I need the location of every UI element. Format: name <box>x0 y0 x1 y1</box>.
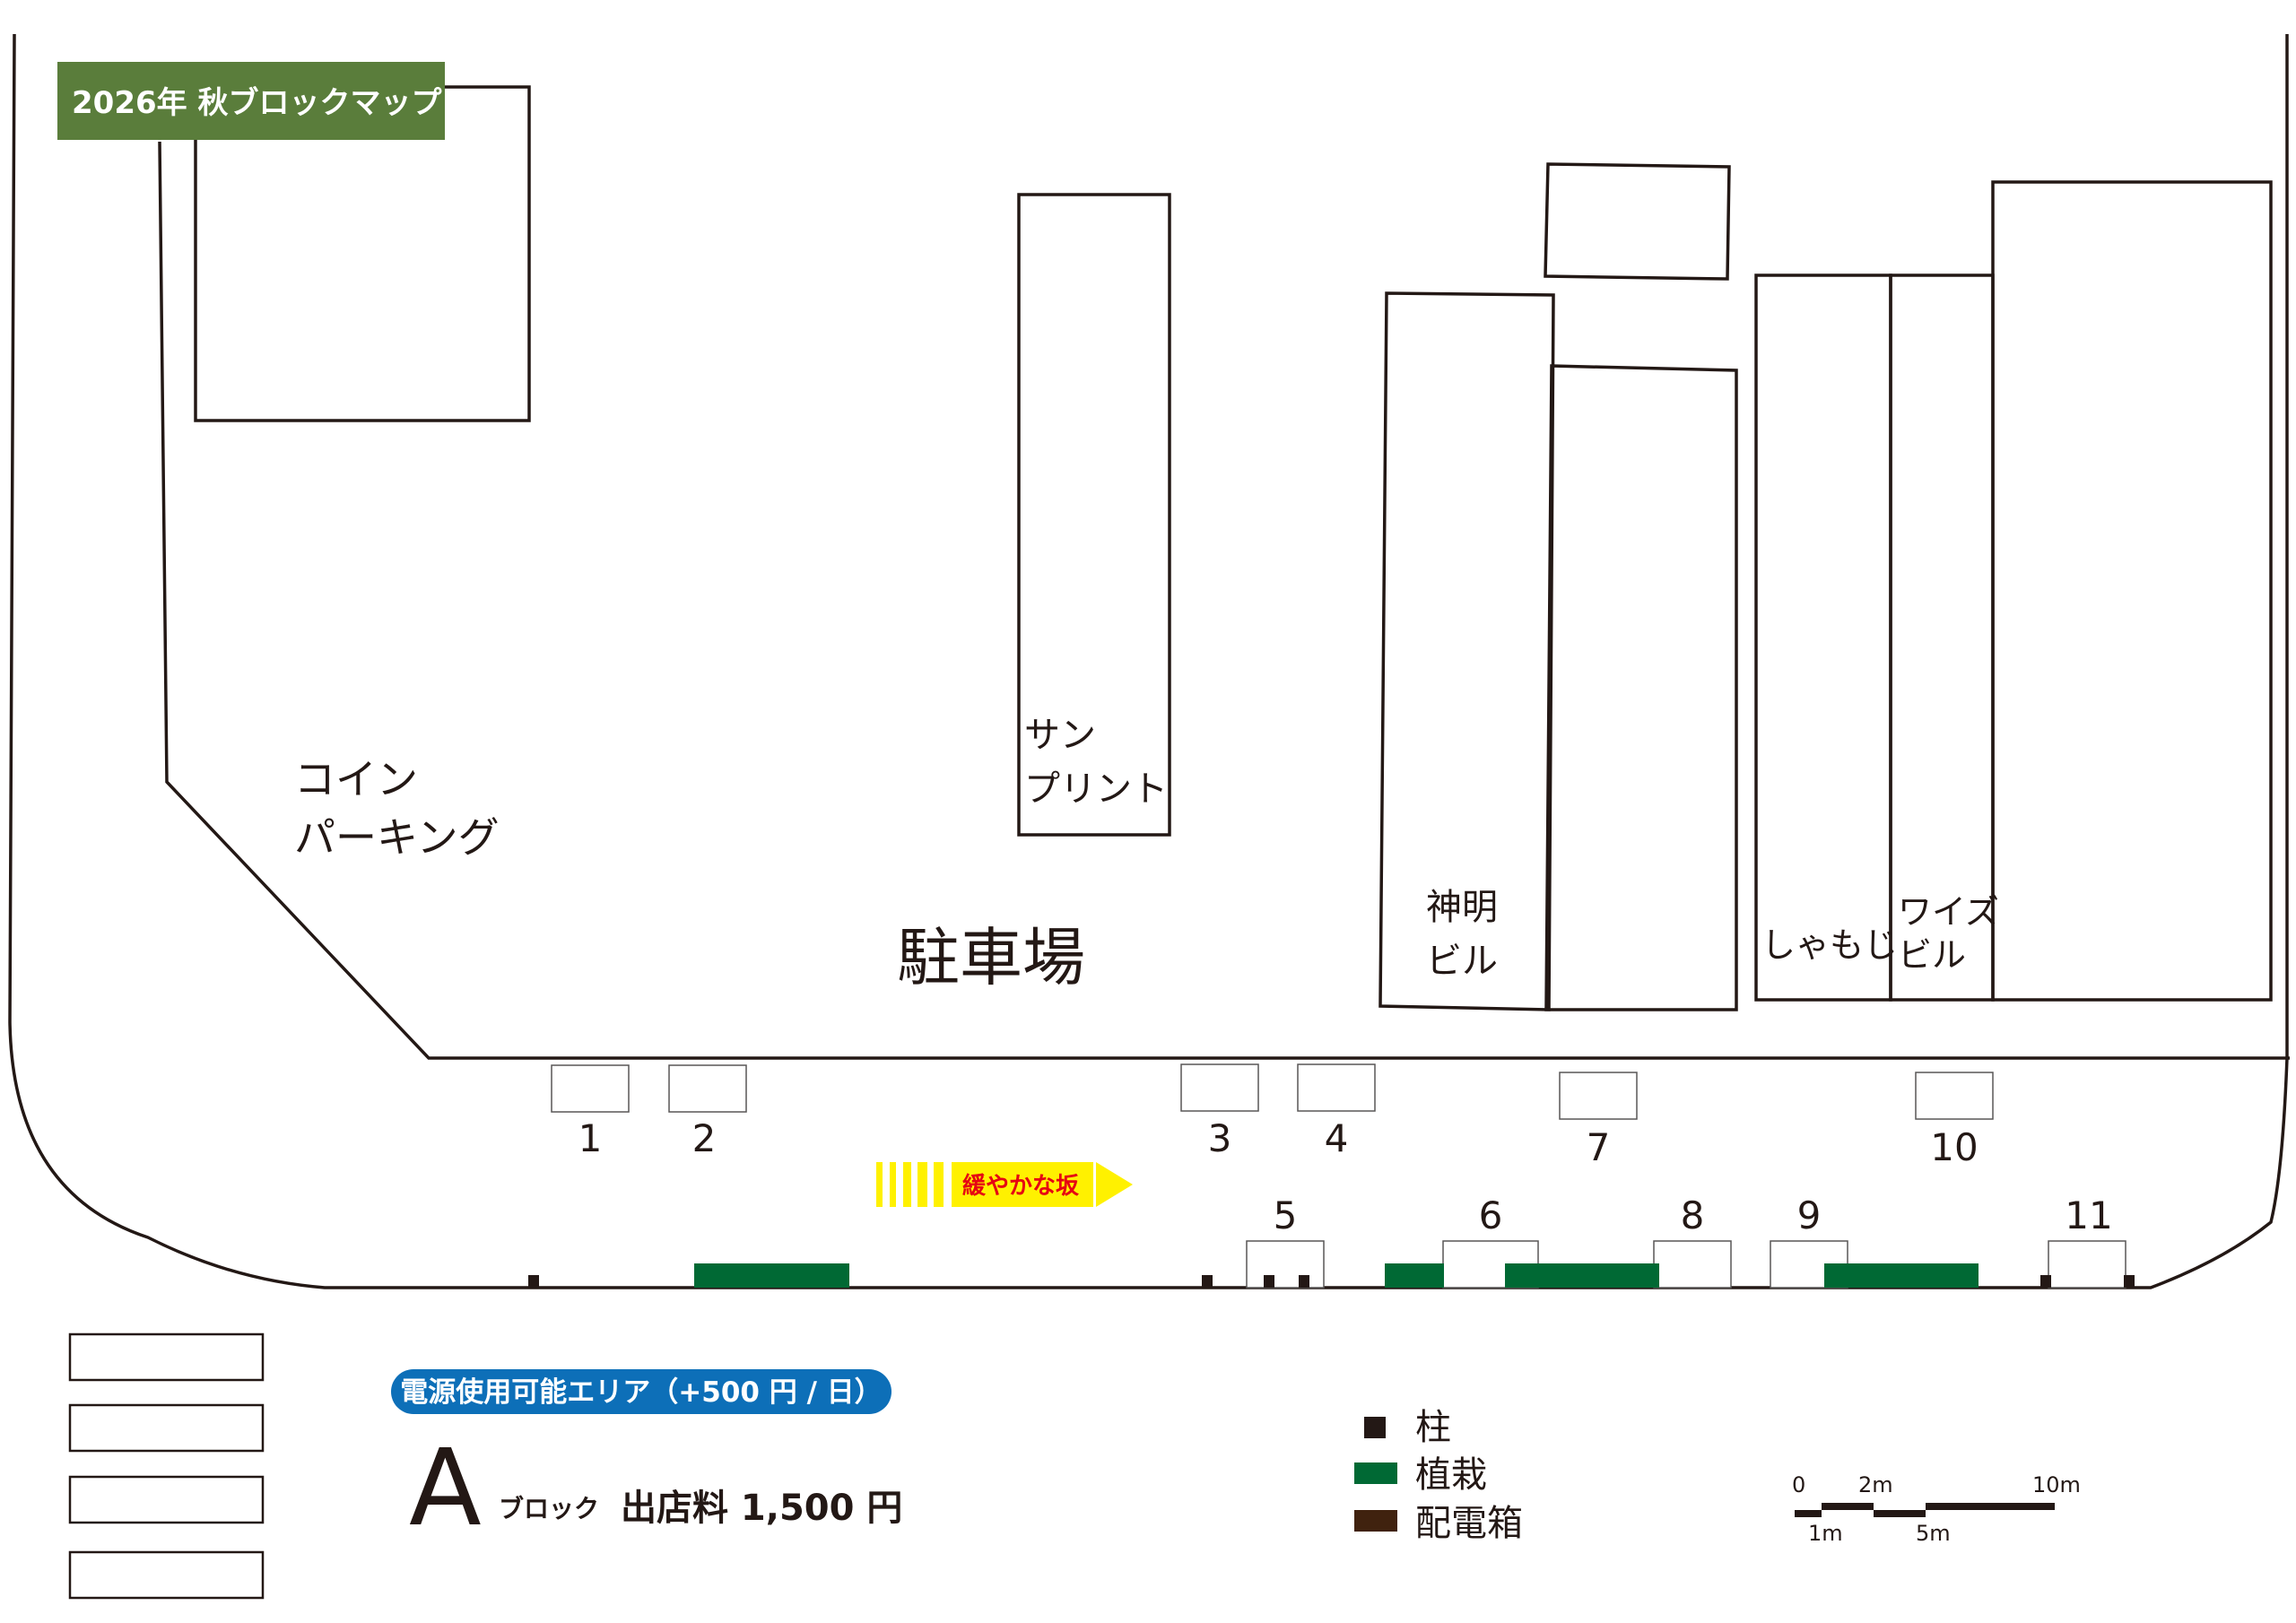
sun-print-label-2: プリント <box>1024 768 1168 810</box>
empty-area <box>68 1332 265 1382</box>
planting <box>1505 1263 1659 1288</box>
pillar <box>1202 1275 1213 1288</box>
booth-10[interactable]: 10 <box>1915 1072 1994 1169</box>
booth-number: 7 <box>1587 1125 1611 1169</box>
scale-label-5m: 5m <box>1916 1521 1951 1546</box>
scale-label-1m: 1m <box>1808 1521 1843 1546</box>
block-info: A ブロック 出店料 1,500 円 <box>409 1426 902 1549</box>
block-fee: 出店料 1,500 円 <box>621 1488 902 1529</box>
booth-number: 9 <box>1797 1193 1822 1237</box>
power-area-label: 電源使用可能エリア（+500 円 / 日） <box>400 1376 882 1409</box>
site-outline <box>8 33 2290 1289</box>
booth-5[interactable]: 5 <box>1246 1193 1325 1289</box>
buildings <box>194 85 2273 1011</box>
page-title: 2026年 秋ブロックマップ <box>72 85 441 121</box>
empty-area <box>68 1475 265 1524</box>
booth-8[interactable]: 8 <box>1653 1193 1732 1289</box>
booth-number: 5 <box>1274 1193 1298 1237</box>
pillar <box>2124 1275 2135 1288</box>
wise-label-2: ビル <box>1898 935 1966 975</box>
building-east <box>1991 180 2273 1002</box>
booth-number: 10 <box>1930 1125 1978 1169</box>
booth-3[interactable]: 3 <box>1180 1063 1259 1160</box>
shinmei-label-2: ビル <box>1426 941 1498 982</box>
booth-2[interactable]: 2 <box>668 1064 747 1160</box>
empty-area <box>68 1550 265 1600</box>
booth-number: 6 <box>1479 1193 1503 1237</box>
legend-swatch-distribution-box <box>1354 1510 1397 1532</box>
scale-label-10m: 10m <box>2032 1472 2081 1497</box>
power-area-badge: 電源使用可能エリア（+500 円 / 日） <box>391 1369 891 1414</box>
pillar <box>1299 1275 1309 1288</box>
booth-number: 4 <box>1325 1116 1349 1160</box>
scale-label-2m: 2m <box>1858 1472 1893 1497</box>
block-label: ブロック <box>499 1494 599 1523</box>
legend-swatch-pillar <box>1364 1417 1386 1438</box>
planting <box>1385 1263 1444 1288</box>
slope-indicator: 緩やかな坂 <box>876 1162 1133 1207</box>
coin-parking-label-2: パーキング <box>294 813 500 862</box>
legend-label-planting: 植栽 <box>1415 1454 1487 1496</box>
booth-1[interactable]: 1 <box>551 1064 630 1160</box>
building-east-of-shinmei <box>1544 364 1738 1011</box>
booth-number: 3 <box>1208 1116 1232 1160</box>
legend-swatch-planting <box>1354 1462 1397 1484</box>
shinmei-label-1: 神明 <box>1426 887 1498 928</box>
coin-parking-label-1: コイン <box>294 755 418 803</box>
empty-area <box>68 1403 265 1453</box>
booth-7[interactable]: 7 <box>1559 1072 1638 1169</box>
booth-number: 2 <box>692 1116 717 1160</box>
plantings <box>694 1263 1979 1288</box>
booth-number: 1 <box>578 1116 603 1160</box>
legend-label-distribution-box: 配電箱 <box>1415 1503 1523 1544</box>
scale-bar: 0 2m 10m 1m 5m <box>1792 1472 2081 1546</box>
title-banner: 2026年 秋ブロックマップ <box>57 62 445 140</box>
building-sun-print <box>1017 193 1171 837</box>
booth-4[interactable]: 4 <box>1297 1063 1376 1160</box>
legend: 柱 植栽 配電箱 <box>1354 1407 1523 1544</box>
place-labels: コイン パーキング 駐車場 サン プリント 神明 ビル しゃもじ ワイズ ビル <box>294 715 1999 994</box>
wise-label-1: ワイズ <box>1898 892 1999 932</box>
pillar <box>1264 1275 1274 1288</box>
pillar <box>528 1275 539 1288</box>
scale-label-0: 0 <box>1792 1472 1805 1497</box>
booth-11[interactable]: 11 <box>2048 1193 2126 1289</box>
booth-number: 8 <box>1681 1193 1705 1237</box>
building-shamoji <box>1754 273 1892 1002</box>
booth-number: 11 <box>2065 1193 2112 1237</box>
building-wise <box>1889 273 1995 1002</box>
sun-print-label-1: サン <box>1024 715 1096 756</box>
pillar <box>2040 1275 2051 1288</box>
shamoji-label: しゃもじ <box>1761 925 1898 965</box>
block-letter: A <box>409 1426 482 1549</box>
parking-label: 駐車場 <box>897 921 1085 994</box>
planting <box>694 1263 849 1288</box>
unlabeled-areas <box>68 1332 265 1600</box>
slope-label: 緩やかな坂 <box>962 1173 1080 1200</box>
booths: 1 2 3 4 5 6 7 8 <box>551 1063 2126 1289</box>
planting <box>1824 1263 1979 1288</box>
pillars <box>528 1275 2135 1288</box>
building-small-north <box>1544 162 1731 281</box>
legend-label-pillar: 柱 <box>1415 1407 1451 1448</box>
